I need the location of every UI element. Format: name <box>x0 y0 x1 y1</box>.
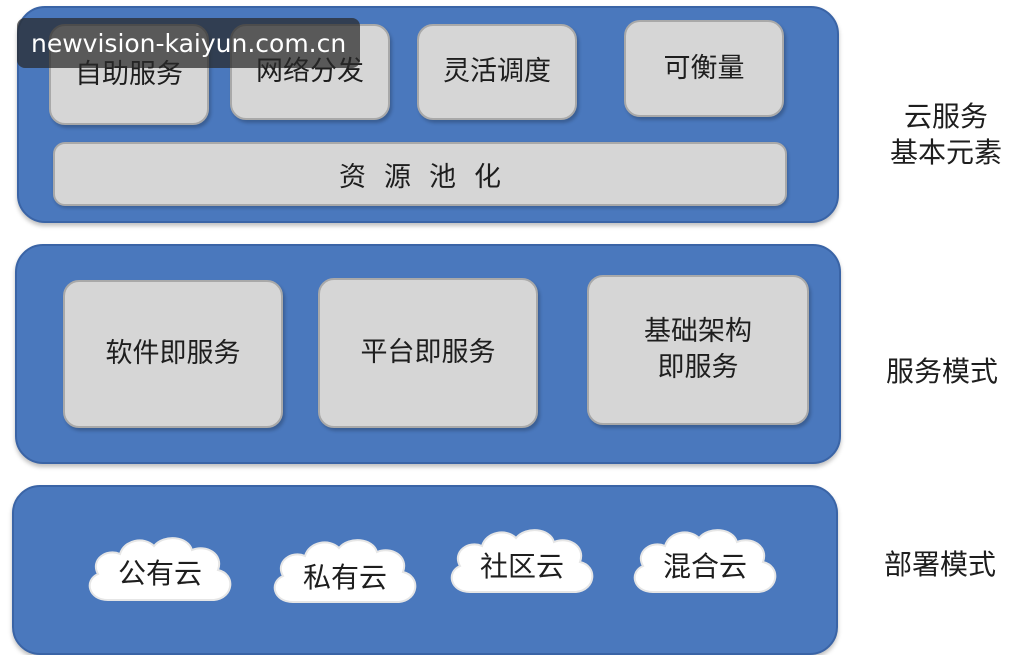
essential-elements-label-line-2: 基本元素 <box>889 136 1002 169</box>
cloud-shape-icon <box>450 529 594 593</box>
resource-pooling-label: 资源池化 <box>339 161 519 193</box>
iaas-box: 基础架构 即服务 <box>587 275 809 425</box>
saas-label: 软件即服务 <box>105 338 241 369</box>
cloud-shape-icon <box>273 539 417 603</box>
iaas-label-line-2: 即服务 <box>657 352 739 383</box>
watermark-text: newvision-kaiyun.com.cn <box>31 28 347 58</box>
paas-box: 平台即服务 <box>318 278 538 428</box>
public-cloud-label: 公有云 <box>117 557 202 590</box>
service-models-side-label: 服务模式 <box>885 355 998 388</box>
cloud-shape-icon <box>633 529 777 593</box>
deployment-models-side-label: 部署模式 <box>883 548 996 581</box>
watermark-badge: newvision-kaiyun.com.cn <box>17 18 361 68</box>
private-cloud-label: 私有云 <box>302 561 387 594</box>
resource-pooling-bar: 资源池化 <box>53 142 787 206</box>
essential-elements-label-line-1: 云服务 <box>903 100 988 133</box>
community-cloud: 社区云 <box>442 520 602 604</box>
community-cloud-label: 社区云 <box>479 550 564 583</box>
essential-elements-side-label: 云服务 基本元素 <box>876 99 1016 171</box>
hybrid-cloud: 混合云 <box>625 520 785 604</box>
flexible-scheduling-label: 灵活调度 <box>443 56 551 87</box>
paas-label: 平台即服务 <box>360 337 496 368</box>
hybrid-cloud-label: 混合云 <box>662 550 747 583</box>
cloud-shape-icon <box>88 537 232 601</box>
measurable-box: 可衡量 <box>624 20 784 117</box>
saas-box: 软件即服务 <box>63 280 283 428</box>
public-cloud: 公有云 <box>80 530 240 614</box>
private-cloud: 私有云 <box>265 530 425 614</box>
measurable-label: 可衡量 <box>663 52 745 84</box>
flexible-scheduling-box: 灵活调度 <box>417 24 577 120</box>
iaas-label-line-1: 基础架构 <box>644 316 752 347</box>
